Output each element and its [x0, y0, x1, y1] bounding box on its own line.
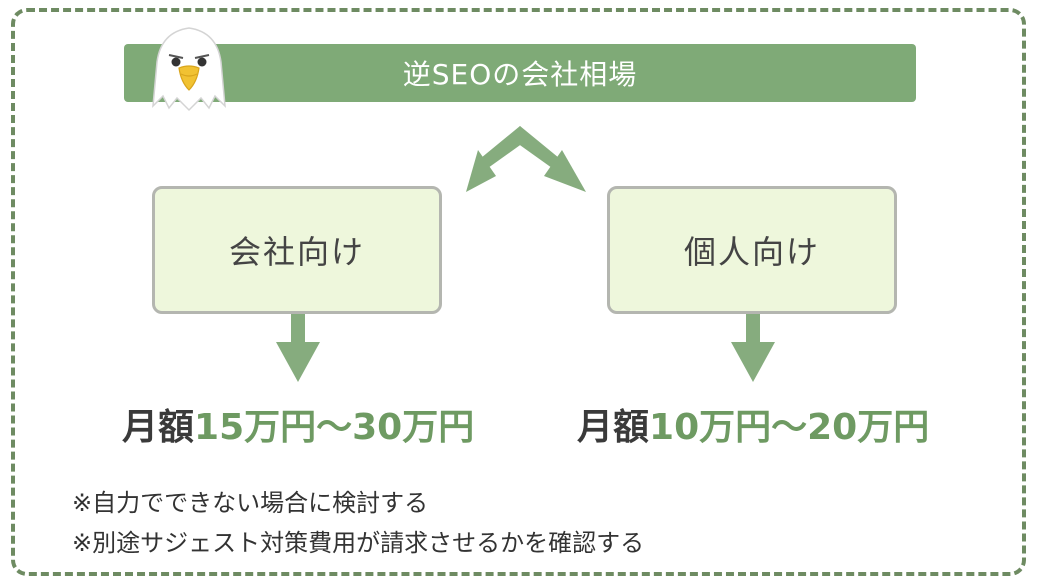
note-item: ※自力でできない場合に検討する — [72, 489, 429, 517]
split-arrow-right — [510, 126, 586, 192]
category-label: 会社向け — [228, 233, 365, 271]
eagle-icon — [152, 27, 226, 112]
price-prefix: 月額 — [577, 407, 650, 448]
page-title: 逆SEOの会社相場 — [402, 58, 638, 91]
price-value: 15万円〜30万円 — [194, 407, 475, 448]
note-item: ※別途サジェスト対策費用が請求させるかを確認する — [72, 529, 645, 557]
price-prefix: 月額 — [122, 407, 195, 448]
price-value: 10万円〜20万円 — [649, 407, 930, 448]
title-bar: 逆SEOの会社相場 — [124, 44, 916, 102]
dashed-frame — [11, 8, 1026, 576]
category-label: 個人向け — [683, 233, 820, 271]
category-box-company: 会社向け — [152, 186, 442, 314]
category-box-individual: 個人向け — [607, 186, 897, 314]
price-company: 月額15万円〜30万円 — [122, 398, 474, 452]
price-individual: 月額10万円〜20万円 — [577, 398, 929, 452]
